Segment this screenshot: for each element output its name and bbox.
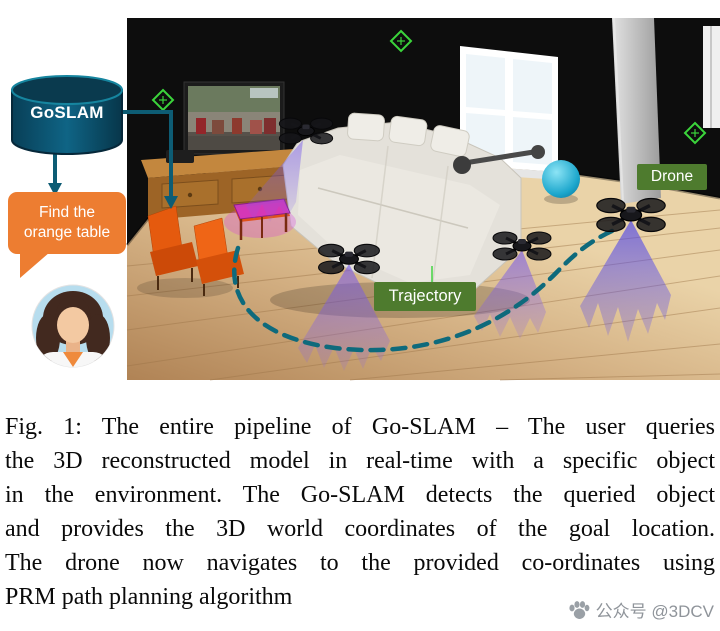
tv: [183, 81, 285, 155]
pillar: [612, 18, 661, 204]
gizmo-diamond-icon: [683, 121, 707, 145]
user-avatar-icon: [31, 284, 115, 368]
caption-line: The drone now navigates to the provided …: [5, 550, 715, 576]
teal-ball: [542, 160, 580, 198]
watermark: 公众号 @3DCV: [568, 597, 714, 622]
caption-line: in the environment. The Go-SLAM detects …: [5, 482, 715, 508]
figure-caption: Fig. 1: The entire pipeline of Go-SLAM –…: [0, 398, 720, 614]
caption-line: the 3D reconstructed model in real-time …: [5, 448, 715, 474]
arrow-goslam-to-table: [121, 110, 178, 209]
orange-chair: [193, 217, 244, 296]
scene-3d-render: [11, 17, 720, 381]
orange-chair: [147, 205, 198, 290]
trajectory-label: Trajectory: [374, 282, 476, 311]
goslam-database-label: GoSLAM: [30, 103, 104, 122]
barbell: [453, 145, 545, 174]
user-query-bubble: Find the orange table: [8, 192, 126, 278]
window-right-sliver: [703, 26, 720, 128]
scene-3d-room: [125, 17, 720, 381]
database-cylinder-icon: [11, 75, 123, 155]
caption-line: Fig. 1: The entire pipeline of Go-SLAM –…: [5, 414, 715, 440]
watermark-text: 公众号 @3DCV: [595, 602, 714, 621]
trajectory-path: [232, 228, 615, 353]
figure-image: GoSLAM Find the orange table Drone Traje…: [8, 17, 720, 381]
gizmo-diamond-icon: [389, 29, 413, 53]
camera-frustum: [246, 140, 671, 371]
caption-line: PRM path planning algorithm: [5, 584, 293, 610]
drone-label: Drone: [637, 164, 707, 190]
paw-icon: [569, 600, 590, 619]
user-query-text: Find the orange table: [23, 203, 111, 241]
caption-line: and provides the 3D world coordinates of…: [5, 516, 715, 542]
